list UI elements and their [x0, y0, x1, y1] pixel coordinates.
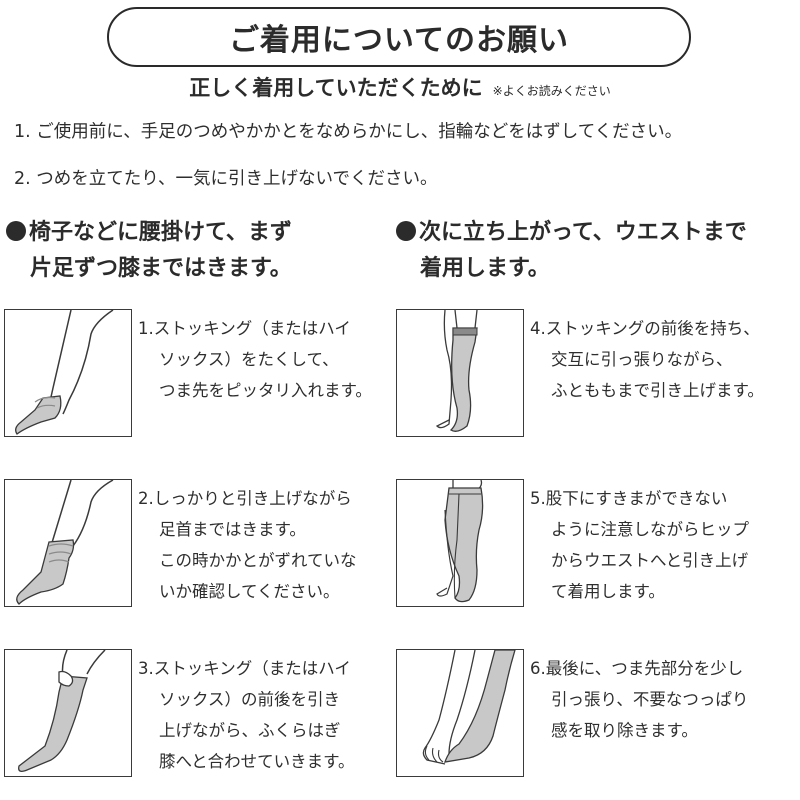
step-line: つま先をピッタリ入れます。: [159, 381, 372, 400]
ankle-stocking-icon: [16, 480, 114, 605]
step-line: ように注意しながらヒップ: [551, 520, 749, 539]
step-line: いか確認してください。: [159, 582, 340, 601]
subtitle-note: ※よくお読みください: [492, 84, 611, 98]
step-line: 交互に引っ張りながら、: [551, 350, 733, 369]
step-line: からウエストへと引き上げ: [551, 551, 749, 570]
illustration-frame: [396, 309, 524, 437]
header-title-pill: ご着用についてのお願い: [107, 7, 691, 67]
section-heading-line1: 次に立ち上がって、ウエストまで: [419, 220, 747, 245]
section-heading-seated: 椅子などに腰掛けて、まず 片足ずつ膝まではきます。: [6, 215, 292, 287]
step-text: 4.ストッキングの前後を持ち、 交互に引っ張りながら、 ふとももまで引き上げます…: [530, 313, 764, 406]
step-line: 3.ストッキング（またはハイ: [138, 659, 351, 678]
step-line: 6.最後に、つま先部分を少し: [530, 659, 744, 678]
bullet-icon: [6, 221, 26, 241]
page-title: ご着用についてのお願い: [228, 23, 570, 58]
step-line: 膝へと合わせていきます。: [159, 752, 355, 771]
step-text: 2.しっかりと引き上げながら 足首まではきます。 この時かかとがずれていな いか…: [138, 483, 357, 607]
illustration-frame: [396, 649, 524, 777]
bullet-icon: [396, 221, 416, 241]
section-heading-line1: 椅子などに腰掛けて、まず: [29, 220, 292, 245]
subtitle-text: 正しく着用していただくために: [189, 76, 483, 100]
step-text: 6.最後に、つま先部分を少し 引っ張り、不要なつっぱり 感を取り除きます。: [530, 653, 748, 746]
section-heading-line2: 片足ずつ膝まではきます。: [30, 256, 292, 281]
step-line: 足首まではきます。: [159, 520, 306, 539]
section-heading-line2: 着用します。: [420, 256, 550, 281]
step-line: 1.ストッキング（またはハイ: [138, 319, 351, 338]
step-line: この時かかとがずれていな: [159, 551, 357, 570]
foot-bunched-stocking-icon: [15, 310, 114, 435]
knee-high-pull-icon: [18, 650, 106, 772]
step-line: て着用します。: [551, 582, 665, 601]
rule-2: 2. つめを立てたり、一気に引き上げないでください。: [14, 169, 438, 189]
illustration-frame: [4, 649, 132, 777]
step-text: 5.股下にすきまができない ように注意しながらヒップ からウエストへと引き上げ …: [530, 483, 749, 607]
rule-1: 1. ご使用前に、手足のつめやかかとをなめらかにし、指輪などをはずしてください。: [14, 122, 683, 142]
step-line: ふとももまで引き上げます。: [551, 381, 764, 400]
illustration-frame: [396, 479, 524, 607]
section-heading-standing: 次に立ち上がって、ウエストまで 着用します。: [396, 215, 747, 287]
thigh-stocking-icon: [435, 310, 478, 432]
step-line: 上げながら、ふくらはぎ: [159, 721, 341, 740]
step-line: 引っ張り、不要なつっぱり: [551, 690, 749, 709]
step-text: 1.ストッキング（またはハイ ソックス）をたくして、 つま先をピッタリ入れます。: [138, 313, 372, 406]
step-line: ソックス）の前後を引き: [159, 690, 341, 709]
step-line: 感を取り除きます。: [551, 721, 698, 740]
toe-adjust-icon: [422, 650, 516, 765]
step-line: 5.股下にすきまができない: [530, 489, 728, 508]
waist-pantyhose-icon: [436, 480, 484, 603]
illustration-frame: [4, 479, 132, 607]
step-line: 4.ストッキングの前後を持ち、: [530, 319, 760, 338]
illustration-frame: [4, 309, 132, 437]
subtitle: 正しく着用していただくために ※よくお読みください: [0, 72, 800, 102]
step-line: ソックス）をたくして、: [159, 350, 339, 369]
step-text: 3.ストッキング（またはハイ ソックス）の前後を引き 上げながら、ふくらはぎ 膝…: [138, 653, 355, 777]
step-line: 2.しっかりと引き上げながら: [138, 489, 352, 508]
